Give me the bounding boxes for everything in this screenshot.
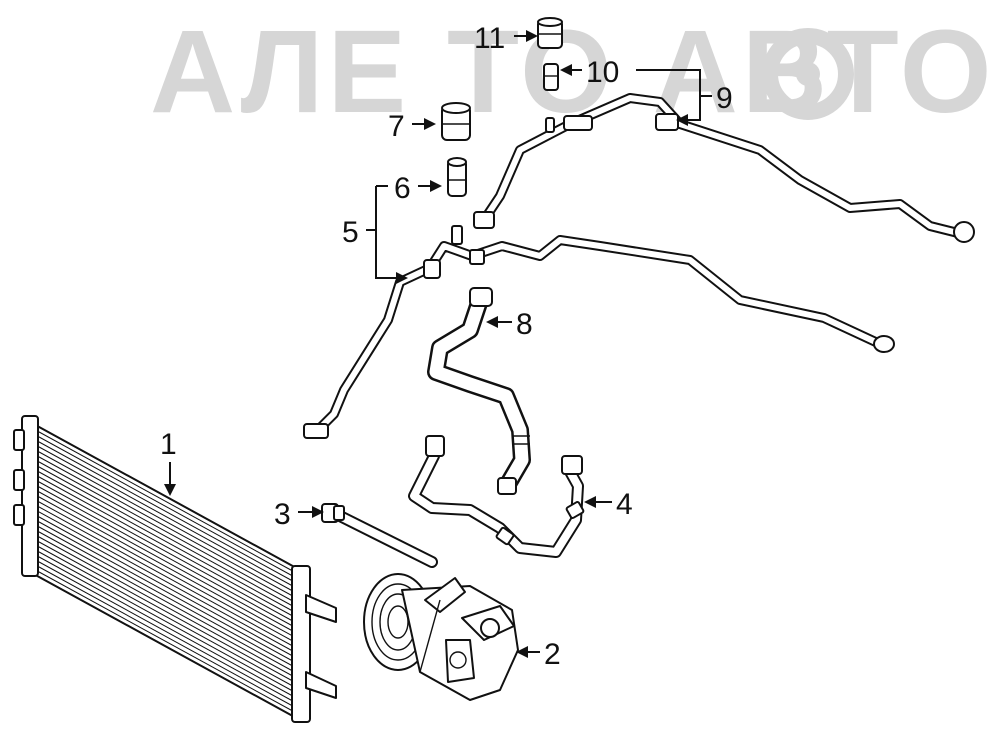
condenser-fin-line xyxy=(29,511,301,661)
condenser-fin-line xyxy=(29,426,301,576)
callout-7: 7 xyxy=(388,110,405,143)
valve-cap-part-11 xyxy=(537,17,563,49)
condenser-fin-line xyxy=(29,551,301,701)
pipe-part-3 xyxy=(321,503,438,568)
condenser-fin-line xyxy=(29,451,301,601)
callout-4: 4 xyxy=(616,488,633,521)
condenser-fin-line xyxy=(29,466,301,616)
condenser-fin-line xyxy=(29,556,301,706)
condenser-fin-line xyxy=(29,516,301,666)
condenser-fin-line xyxy=(29,436,301,586)
condenser-fin-line xyxy=(29,536,301,686)
callout-9: 9 xyxy=(716,82,733,115)
compressor-part-2 xyxy=(363,573,519,701)
condenser-fin-line xyxy=(29,561,301,711)
callout-2: 2 xyxy=(544,638,561,671)
condenser-fin-line xyxy=(29,506,301,656)
condenser-fin-line xyxy=(29,546,301,696)
callout-11: 11 xyxy=(474,22,505,55)
condenser-fin-line xyxy=(29,541,301,691)
condenser-fin-line xyxy=(29,491,301,641)
callout-3: 3 xyxy=(274,498,291,531)
condenser-fin-line xyxy=(29,521,301,671)
condenser-fin-line xyxy=(29,441,301,591)
leader-lines xyxy=(164,30,712,658)
hose-part-4 xyxy=(408,435,585,558)
condenser-fins xyxy=(29,426,301,716)
condenser-fin-line xyxy=(29,431,301,581)
watermark-ring xyxy=(762,28,854,120)
condenser-fin-line xyxy=(29,486,301,636)
condenser-part-1 xyxy=(13,415,337,723)
condenser-fin-line xyxy=(29,476,301,626)
callout-8: 8 xyxy=(516,308,533,341)
valve-cap-part-7 xyxy=(441,102,471,141)
pipe-part-9 xyxy=(473,93,975,243)
hose-part-8 xyxy=(427,287,531,495)
valve-cap-part-10 xyxy=(543,63,559,91)
condenser-fin-line xyxy=(29,496,301,646)
callout-10: 10 xyxy=(586,56,619,89)
condenser-fin-line xyxy=(29,531,301,681)
condenser-fin-line xyxy=(29,481,301,631)
condenser-fin-line xyxy=(29,461,301,611)
condenser-fin-line xyxy=(29,446,301,596)
pipe-assembly-part-5 xyxy=(303,225,895,439)
condenser-fin-line xyxy=(29,456,301,606)
condenser-fin-line xyxy=(29,526,301,676)
condenser-fin-line xyxy=(29,471,301,621)
condenser-fin-line xyxy=(29,501,301,651)
callout-5: 5 xyxy=(342,216,359,249)
callout-1: 1 xyxy=(160,428,177,461)
callout-6: 6 xyxy=(394,172,411,205)
condenser-fin-line xyxy=(29,566,301,716)
valve-cap-part-6 xyxy=(447,157,467,197)
